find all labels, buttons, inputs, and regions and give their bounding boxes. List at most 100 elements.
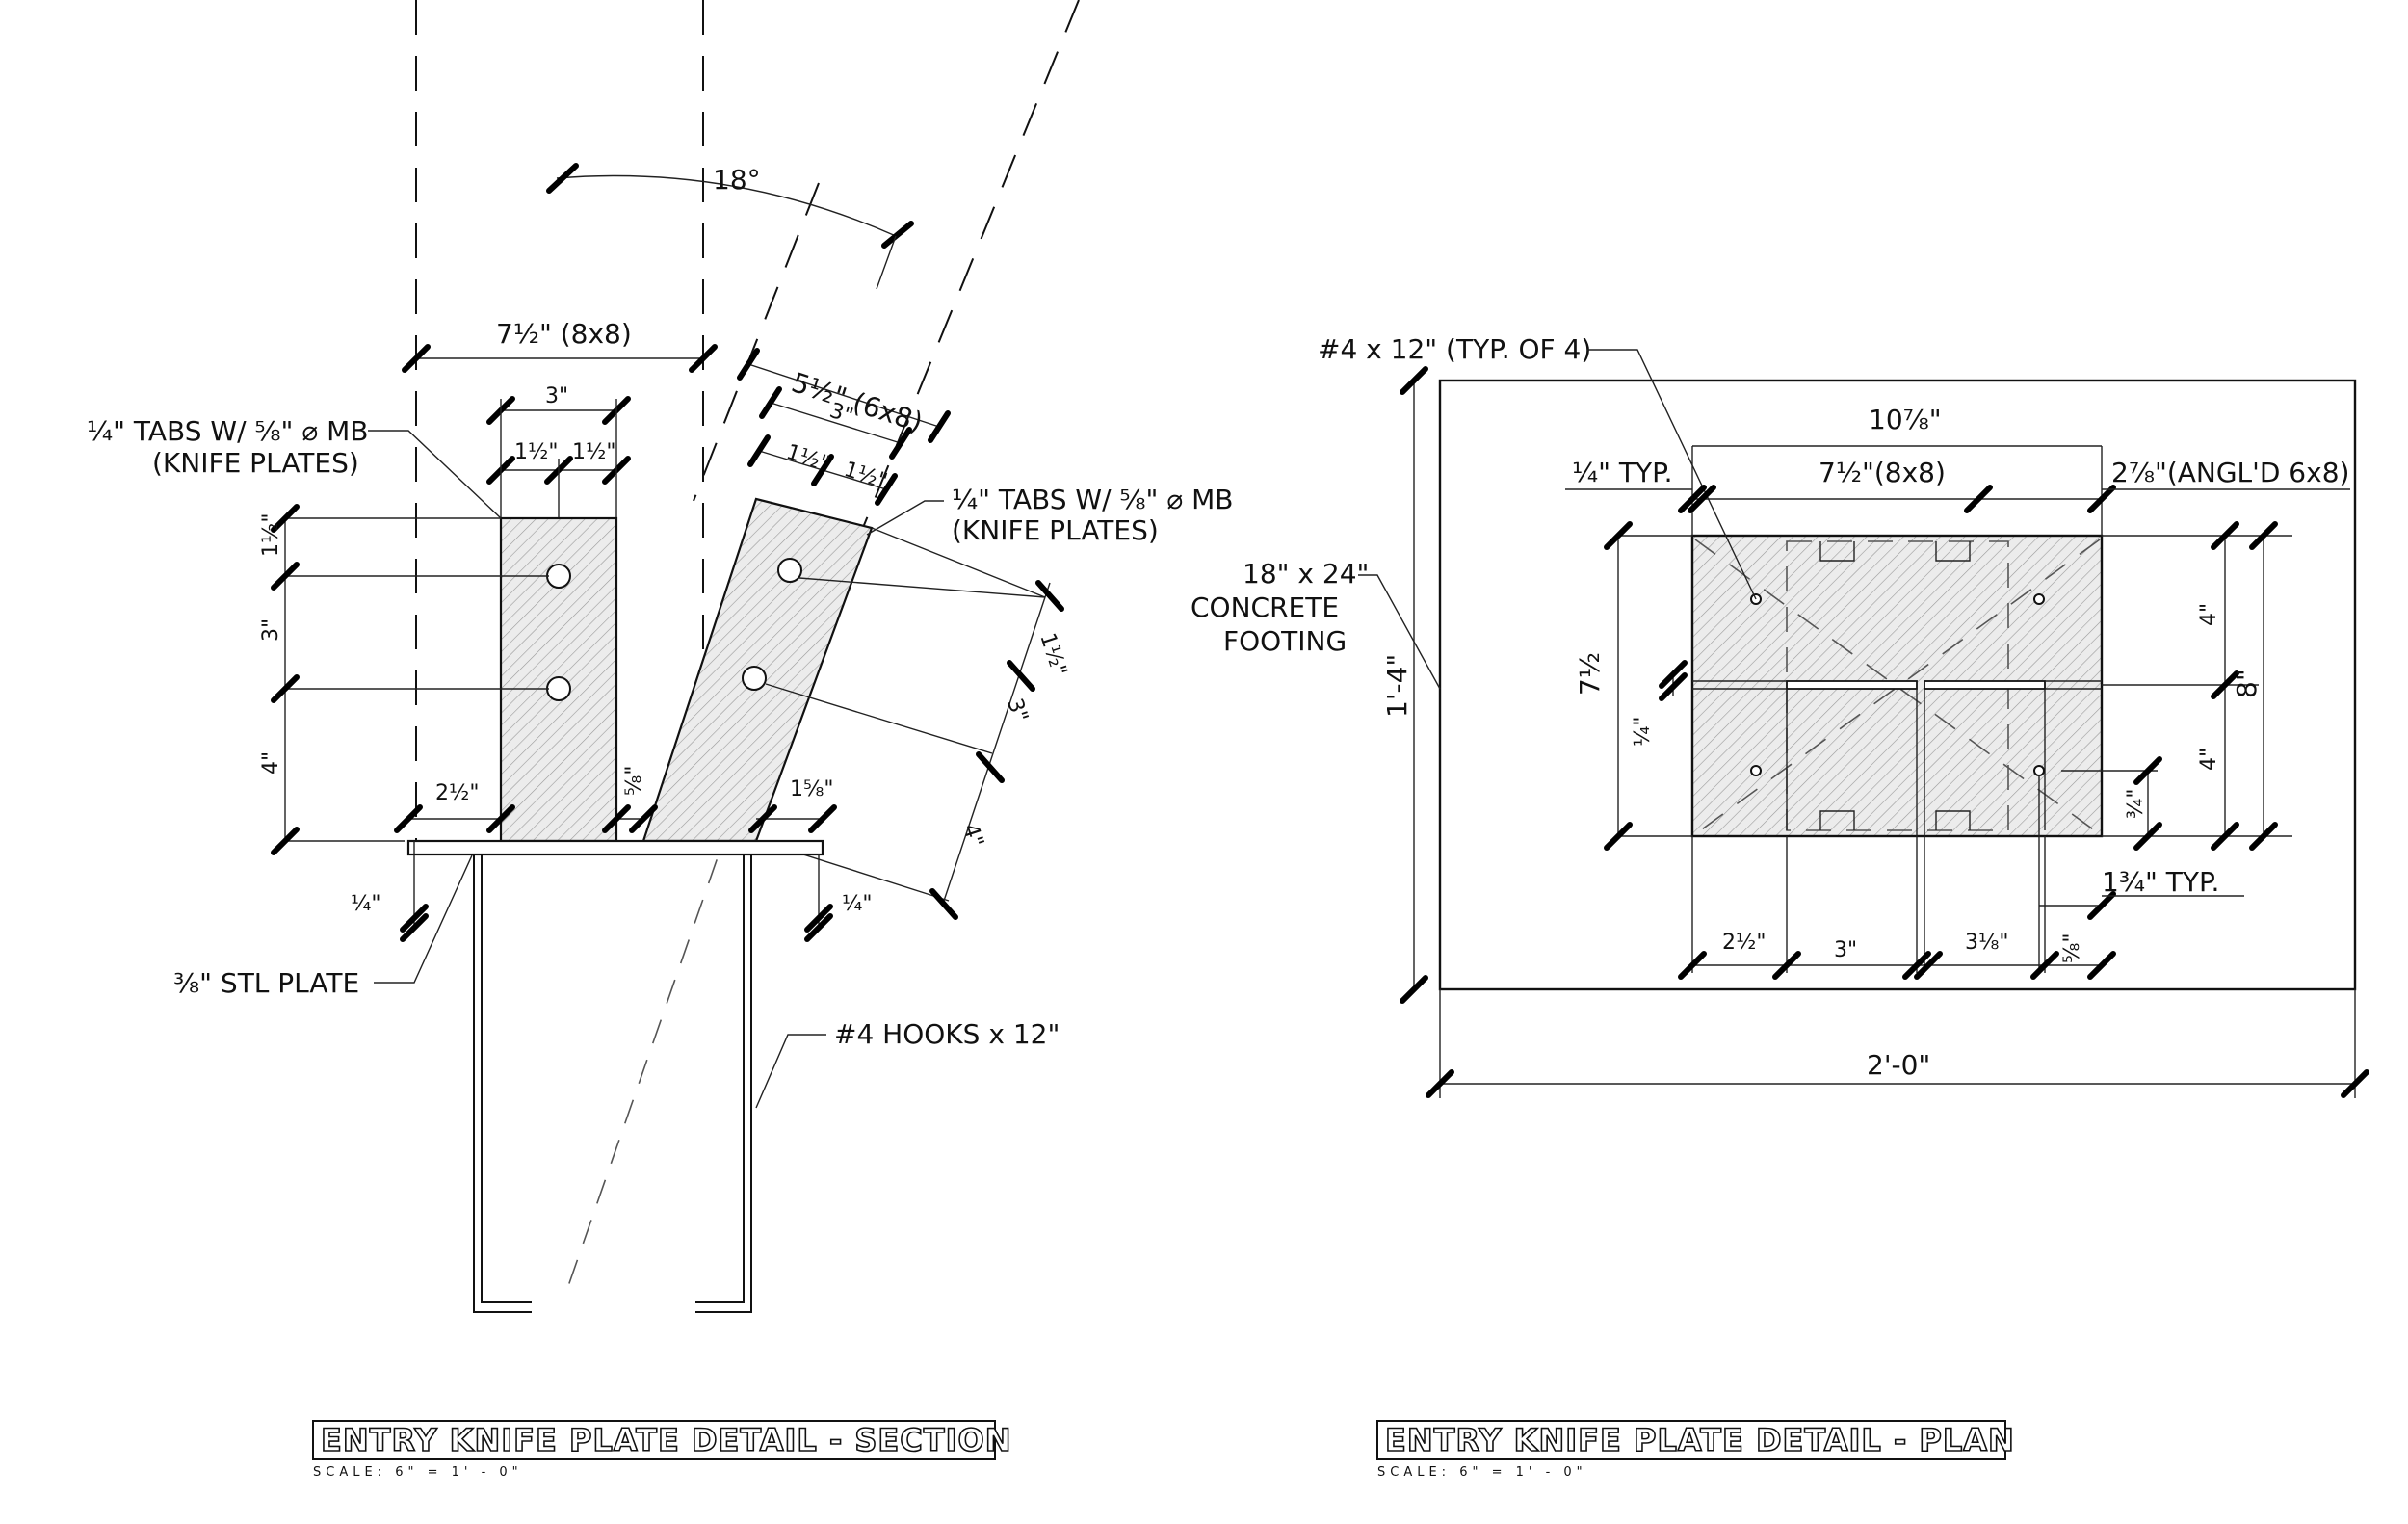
dim-right-1: 1½" bbox=[1034, 630, 1071, 679]
dim-tick bbox=[2249, 521, 2278, 550]
quarter-typ: ¼" TYP. bbox=[1572, 457, 1673, 488]
dim-line bbox=[770, 402, 902, 444]
rebar-dot bbox=[2033, 593, 2045, 605]
dim-line bbox=[747, 363, 940, 428]
gap-dim: ⅝" bbox=[622, 766, 646, 796]
section-title: ENTRY KNIFE PLATE DETAIL - SECTION bbox=[321, 1422, 1011, 1458]
dim-tick bbox=[976, 751, 1005, 783]
hook-bar-right bbox=[695, 854, 752, 1313]
steel-base-plate bbox=[406, 839, 824, 856]
dim-tick bbox=[271, 827, 300, 855]
hook-bar-left-inner bbox=[481, 854, 532, 1303]
dim-tick bbox=[1035, 580, 1064, 612]
dim-tick bbox=[546, 163, 579, 194]
bot-5-8: ⅝" bbox=[2060, 933, 2084, 963]
dim-tick bbox=[394, 804, 423, 833]
dim-tick bbox=[811, 454, 834, 486]
overall-width: 10⅞" bbox=[1869, 404, 1942, 435]
note-leader bbox=[374, 854, 473, 984]
dim-tick bbox=[1688, 485, 1716, 513]
plan-angled-6x8: 2⅞"(ANGL'D 6x8) bbox=[2111, 457, 2349, 488]
dim-tick bbox=[1678, 951, 1707, 980]
half-dim-2: 1½" bbox=[572, 440, 615, 464]
notch bbox=[1819, 541, 1855, 562]
dim-three-quarter: ¾" bbox=[2124, 789, 2148, 819]
dim-tick bbox=[2133, 756, 2162, 785]
dim-left-2: 3" bbox=[259, 618, 283, 642]
dim-tick bbox=[689, 344, 718, 373]
half-dim-1: 1½" bbox=[514, 440, 558, 464]
dim-tick bbox=[402, 344, 431, 373]
dim-7-5: 7½ bbox=[1574, 652, 1606, 696]
dim-tick bbox=[271, 504, 300, 533]
hook-bar-right-inner bbox=[695, 854, 745, 1303]
knife-plate-plan-right bbox=[1924, 680, 2046, 690]
rebar-dot bbox=[1750, 765, 1762, 776]
dim-tick bbox=[929, 888, 958, 920]
title-box bbox=[312, 1420, 996, 1460]
post-8x8-label: 7½" (8x8) bbox=[496, 318, 632, 350]
dim-tick bbox=[2087, 951, 2116, 980]
bars-note: #4 x 12" (TYP. OF 4) bbox=[1318, 333, 1591, 365]
dim-tick bbox=[629, 804, 658, 833]
dim-tick bbox=[928, 410, 951, 443]
notch bbox=[1819, 810, 1855, 830]
height-1-4: 1'-4" bbox=[1381, 654, 1413, 718]
dim-tick bbox=[881, 221, 914, 249]
tabs-note-left-1: ¼" TABS W/ ⅝" ⌀ MB bbox=[87, 415, 368, 447]
bolt-hole bbox=[546, 676, 571, 701]
angled-post-outline-right bbox=[731, 0, 1080, 849]
title-box bbox=[1376, 1420, 2006, 1460]
dim-left-1: 1½" bbox=[259, 513, 283, 557]
dim-tick bbox=[1604, 822, 1633, 851]
half-dim-3: 1½" bbox=[783, 440, 832, 477]
plate-thk-left: ¼" bbox=[351, 892, 380, 916]
dim-8: 8" bbox=[2231, 669, 2263, 698]
dim-4-top: 4" bbox=[2197, 603, 2221, 626]
stl-plate-note: ⅜" STL PLATE bbox=[173, 967, 359, 999]
concrete-footing bbox=[1438, 379, 2357, 991]
dim-tick bbox=[737, 348, 760, 381]
plan-title: ENTRY KNIFE PLATE DETAIL - PLAN bbox=[1385, 1422, 2015, 1458]
bolt-hole bbox=[742, 666, 767, 691]
dim-tick bbox=[1426, 1069, 1454, 1098]
dim-tick bbox=[2087, 485, 2116, 513]
section-scale: SCALE: 6" = 1' - 0" bbox=[313, 1465, 523, 1480]
hook-bar-left bbox=[473, 854, 532, 1313]
tabs-note-left-2: (KNIFE PLATES) bbox=[152, 447, 359, 479]
note-leader bbox=[755, 1034, 826, 1109]
note-leader bbox=[368, 430, 502, 519]
dim-4-bottom: 4" bbox=[2197, 748, 2221, 771]
rebar-dot bbox=[2033, 765, 2045, 776]
angle-ext bbox=[876, 235, 897, 290]
dim-tick bbox=[1914, 951, 1943, 980]
ext-line bbox=[871, 527, 1046, 598]
dim-tick bbox=[486, 804, 515, 833]
ext-line bbox=[798, 577, 1046, 598]
width-2-0: 2'-0" bbox=[1867, 1049, 1930, 1081]
dim-quarter: ¼" bbox=[1631, 717, 1655, 747]
half-dim-4: 1½" bbox=[841, 458, 890, 494]
dim-tick bbox=[1964, 485, 1993, 513]
dim-tick bbox=[747, 434, 771, 467]
plan-scale: SCALE: 6" = 1' - 0" bbox=[1377, 1465, 1587, 1480]
note-leader bbox=[866, 500, 944, 536]
post-6x8-label: 5½" (6x8) bbox=[788, 366, 927, 438]
dim-tick bbox=[2249, 822, 2278, 851]
ext-line bbox=[765, 683, 993, 754]
bot-2-5: 2½" bbox=[1722, 931, 1766, 955]
dim-right-2: 3" bbox=[1002, 696, 1032, 725]
dim-tick bbox=[1400, 975, 1428, 1004]
dim-tick bbox=[271, 562, 300, 591]
dim-tick bbox=[808, 804, 837, 833]
hooks-note: #4 HOOKS x 12" bbox=[834, 1018, 1060, 1050]
dim-tick bbox=[2211, 521, 2239, 550]
dim-tick bbox=[1007, 660, 1035, 692]
dim-tick bbox=[2211, 822, 2239, 851]
dim-tick bbox=[748, 804, 777, 833]
bot-3-125: 3⅛" bbox=[1965, 931, 2008, 955]
note-leader bbox=[1358, 574, 1441, 690]
dim-tick bbox=[875, 473, 898, 506]
dim-tick bbox=[804, 904, 833, 933]
